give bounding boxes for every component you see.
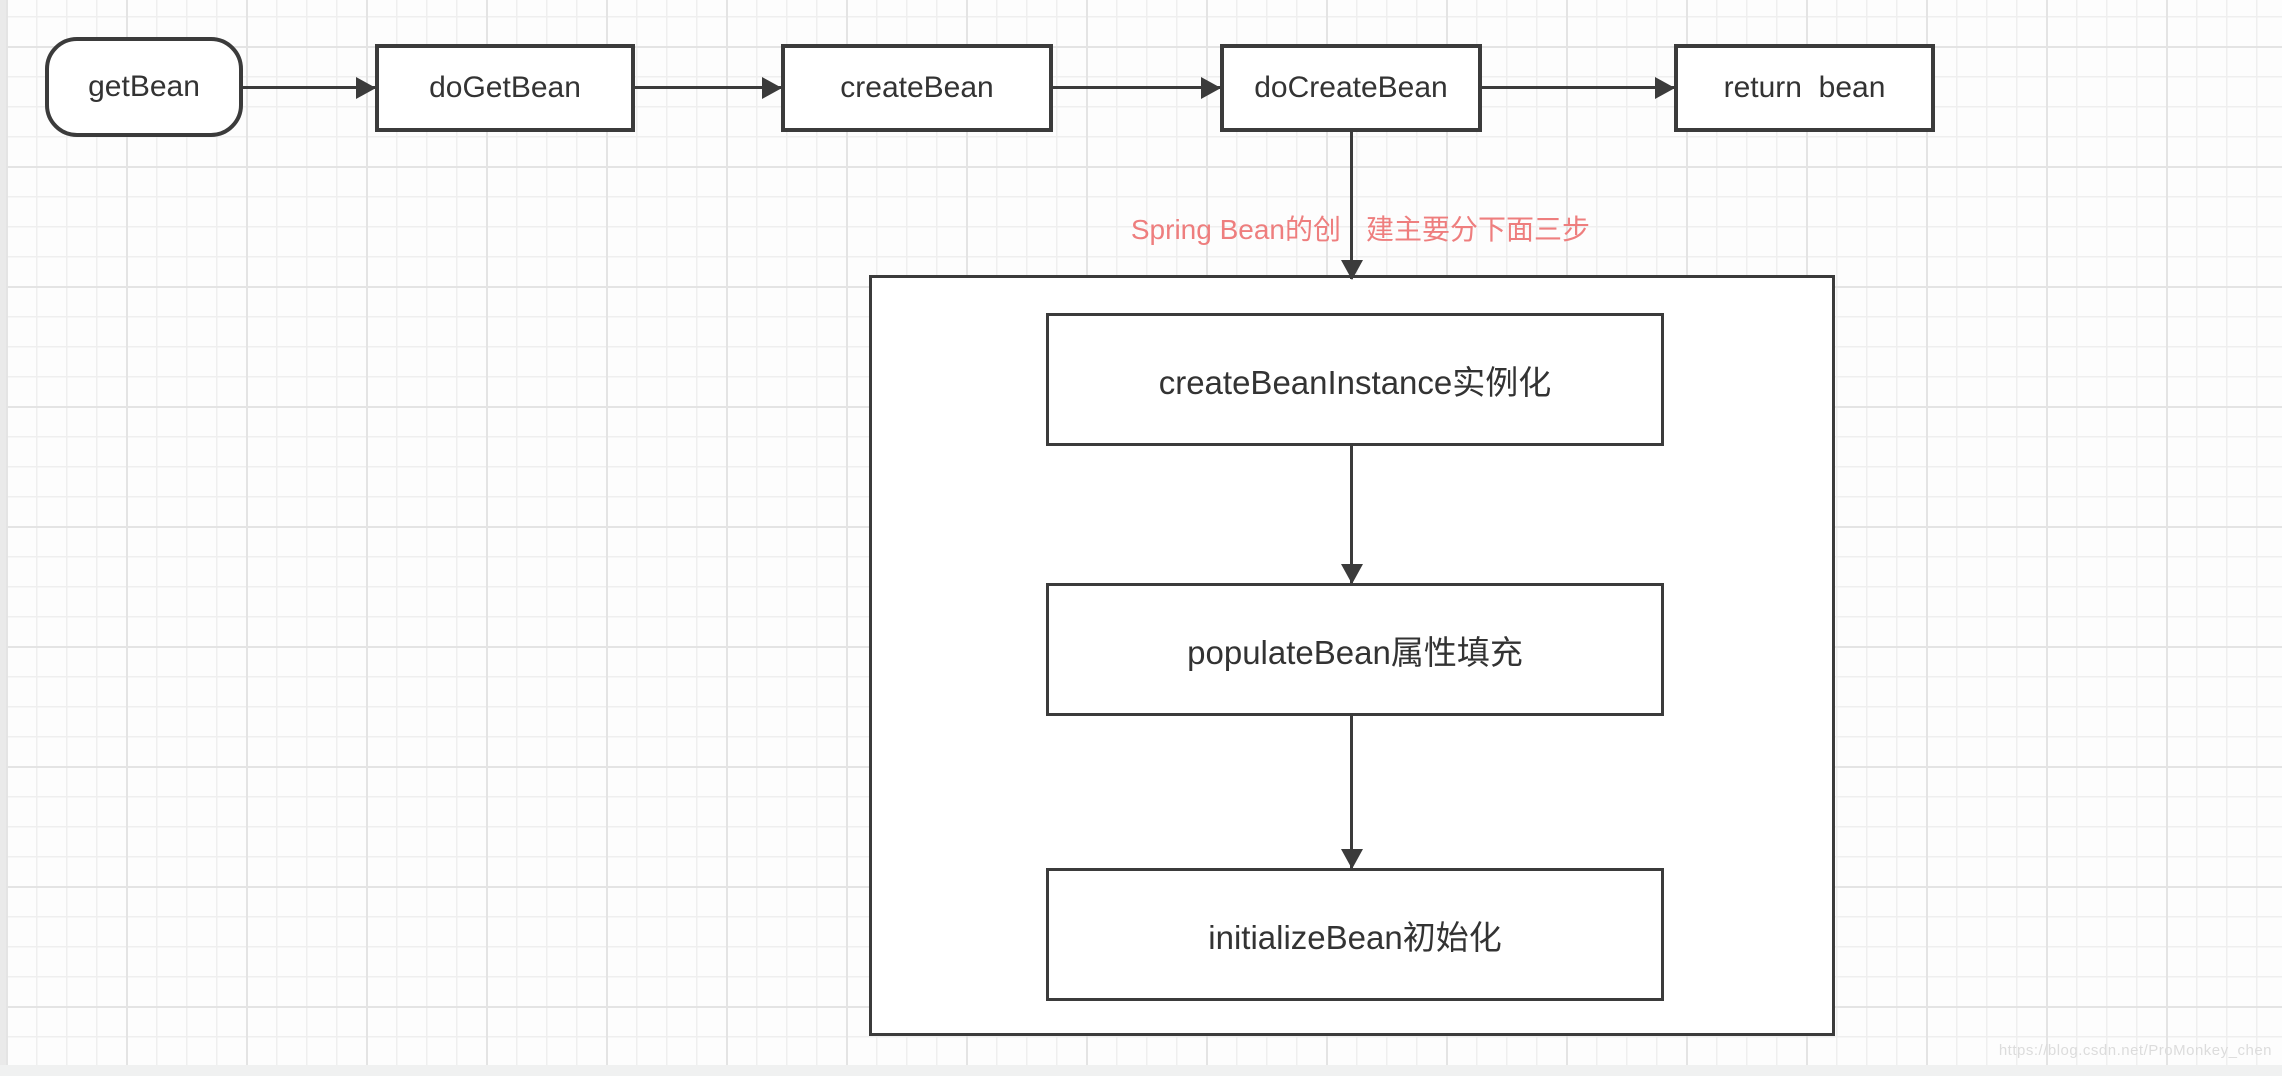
node-returnbean: return bean [1674,44,1935,132]
arrow-docreatebean-to-container [1340,132,1363,280]
node-initializebean-label: initializeBean初始化 [1208,918,1502,956]
node-docreatebean: doCreateBean [1220,44,1482,132]
arrow-dogetbean-to-createbean [635,76,782,99]
arrowhead-icon [1655,76,1675,99]
node-getbean: getBean [45,37,243,137]
watermark-url: https://blog.csdn.net/ProMonkey_chen [1998,1042,2272,1059]
arrowhead-icon [1340,260,1363,280]
arrow-docreatebean-to-returnbean [1482,76,1675,99]
arrow-populate-to-initialize [1340,716,1363,869]
node-dogetbean: doGetBean [375,44,635,132]
node-getbean-label: getBean [88,70,200,103]
node-createbean: createBean [781,44,1053,132]
node-createbeaninstance-label: createBeanInstance实例化 [1158,363,1552,401]
node-dogetbean-label: doGetBean [429,71,581,104]
arrowhead-icon [356,76,376,99]
node-populatebean: populateBean属性填充 [1046,583,1664,716]
arrow-getbean-to-dogetbean [243,76,376,99]
canvas-left-edge [0,0,6,1076]
arrowhead-icon [1340,849,1363,869]
annotation-red-right: 建主要分下面三步 [1366,214,1591,245]
arrowhead-icon [762,76,782,99]
node-populatebean-label: populateBean属性填充 [1187,633,1523,671]
arrowhead-icon [1340,564,1363,584]
node-docreatebean-label: doCreateBean [1254,71,1448,104]
annotation-red-left: Spring Bean的创 [1130,214,1341,245]
canvas-bottom-edge [0,1065,2282,1076]
node-createbeaninstance: createBeanInstance实例化 [1046,313,1664,446]
node-createbean-label: createBean [840,71,994,104]
arrow-instance-to-populate [1340,446,1363,584]
arrow-createbean-to-docreatebean [1053,76,1221,99]
arrowhead-icon [1201,76,1221,99]
node-initializebean: initializeBean初始化 [1046,868,1664,1001]
node-returnbean-label: return bean [1723,71,1886,104]
